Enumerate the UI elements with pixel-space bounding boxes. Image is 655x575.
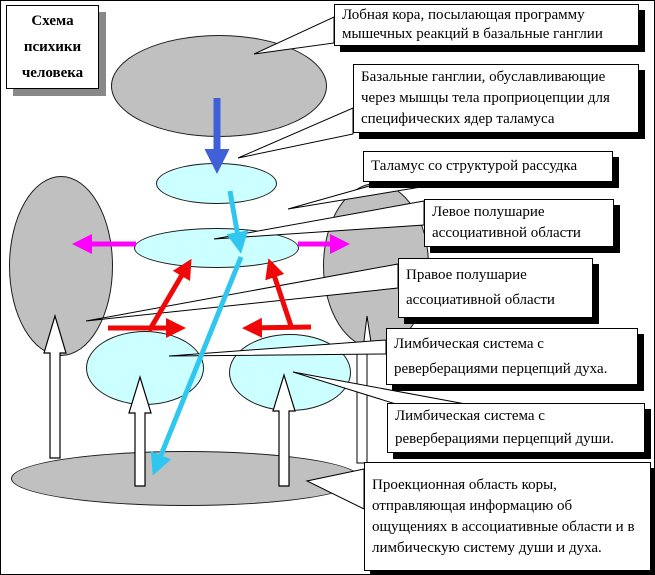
label-basal-ganglia: Базальные ганглии, обуславливающие через… — [353, 64, 639, 133]
white-up-arrow-limbic-left — [128, 374, 152, 487]
red-arrow-right-diagonal — [265, 258, 294, 327]
label-frontal-cortex-text: Лобная кора, посылающая программу мышечн… — [342, 7, 603, 42]
label-limbic-soul-text: Лимбическая система с реверберациями пер… — [395, 408, 614, 447]
diagram-title: Схема психики человека — [6, 5, 99, 89]
label-thalamus: Таламус со структурой рассудка — [363, 151, 613, 182]
white-up-arrow-left-hemisphere — [43, 313, 67, 459]
callout-strip-projection — [356, 350, 368, 464]
callout-wedge-right-hemisphere — [85, 263, 399, 322]
cyan-arrow-to-projection-area — [150, 256, 244, 476]
label-limbic-spirit-text: Лимбическая система с реверберациями пер… — [394, 335, 608, 377]
callout-wedge-left-hemisphere — [213, 200, 425, 240]
callout-wedge-thalamus — [287, 184, 422, 210]
callout-wedge-frontal — [253, 16, 335, 55]
red-arrow-right-horizontal — [242, 317, 312, 338]
cyan-arrow-thalamus-to-association — [226, 190, 249, 254]
label-basal-ganglia-text: Базальные ганглии, обуславливающие через… — [361, 69, 610, 127]
left-hemisphere-ellipse — [9, 176, 113, 356]
label-projection-area-text: Проекционная область коры, отправляющая … — [372, 476, 635, 556]
red-arrow-left-diagonal — [146, 258, 192, 333]
label-frontal-cortex: Лобная кора, посылающая программу мышечн… — [334, 4, 639, 46]
label-thalamus-text: Таламус со структурой рассудка — [371, 158, 578, 174]
thalamus-ellipse — [156, 163, 277, 204]
white-up-arrow-limbic-right — [272, 372, 296, 487]
label-limbic-spirit: Лимбическая система с реверберациями пер… — [386, 328, 638, 385]
projection-area-ellipse — [11, 451, 361, 506]
label-right-hemisphere-text: Правое полушарие ассоциативной области — [406, 267, 555, 308]
callout-wedge-projection — [305, 468, 365, 510]
label-limbic-soul: Лимбическая система с реверберациями пер… — [387, 403, 645, 453]
label-left-hemisphere-text: Левое полушарие ассоциативной области — [432, 204, 581, 241]
callout-wedge-basal — [237, 107, 354, 159]
label-left-hemisphere: Левое полушарие ассоциативной области — [424, 199, 614, 247]
label-right-hemisphere: Правое полушарие ассоциативной области — [398, 258, 593, 318]
diagram-title-text: Схема психики человека — [21, 13, 84, 81]
label-projection-area: Проекционная область коры, отправляющая … — [364, 462, 651, 571]
